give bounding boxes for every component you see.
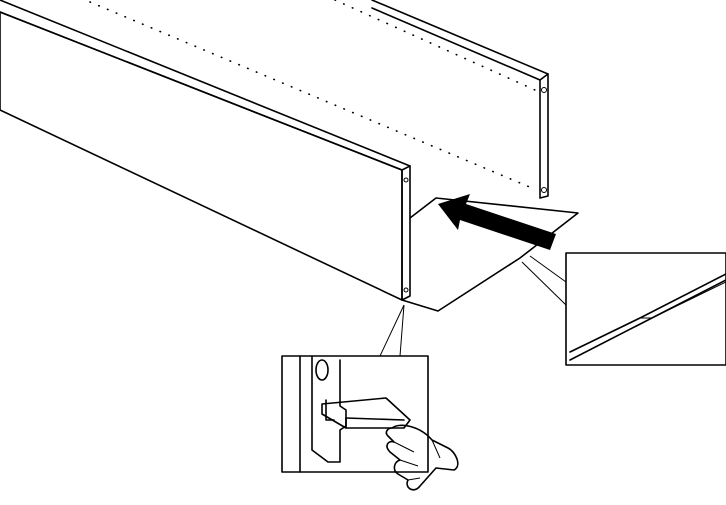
hole-row-upper — [334, 0, 536, 91]
hole-row-lower — [89, 1, 533, 189]
push-arrow-icon — [438, 194, 556, 250]
front-panel — [0, 0, 411, 301]
back-panel — [89, 0, 549, 199]
detail-inset-panel-slot — [281, 304, 459, 491]
detail-inset-sheet-edge — [521, 252, 726, 366]
hand-icon — [385, 424, 459, 491]
